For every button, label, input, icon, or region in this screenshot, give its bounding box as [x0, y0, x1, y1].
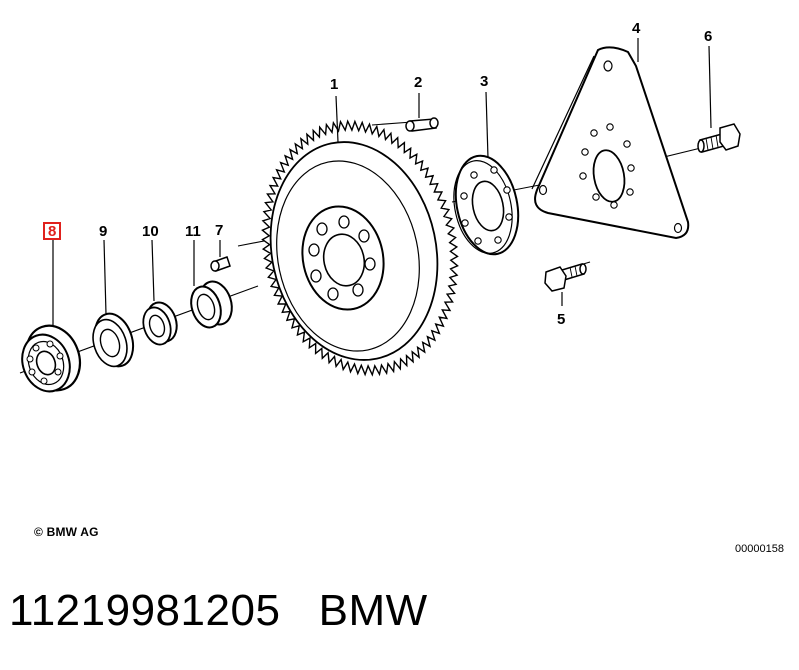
- part-6-bolt: [697, 123, 741, 153]
- callout-2: 2: [414, 74, 422, 91]
- callout-7: 7: [215, 222, 223, 239]
- callout-9: 9: [99, 223, 107, 240]
- part-11-seal-ring: [190, 280, 233, 329]
- callout-10: 10: [142, 223, 159, 240]
- callout-6: 6: [704, 28, 712, 45]
- callout-11: 11: [185, 223, 201, 240]
- part-9-washer: [92, 312, 135, 368]
- callout-8: 8: [48, 223, 56, 240]
- drawing-number: 00000158: [735, 543, 784, 555]
- callout-8-highlight-box: [43, 222, 61, 240]
- part-number-caption: 11219981205 BMW: [9, 586, 428, 636]
- part-1-flywheel: [261, 119, 459, 377]
- copyright-notice: © BMW AG: [34, 525, 99, 539]
- part-3-spacer-plate: [453, 154, 520, 256]
- part-10-bushing: [142, 301, 178, 346]
- brand-name: BMW: [318, 586, 428, 635]
- exploded-parts-diagram: 1 2 3 4 5 6 7 8 9 10 11: [19, 20, 741, 393]
- part-4-drive-plate: [531, 46, 690, 240]
- callout-4: 4: [632, 20, 641, 37]
- part-number: 11219981205: [9, 586, 281, 635]
- leader-lines: [52, 38, 712, 325]
- callout-labels: 1 2 3 4 5 6 7 8 9 10 11: [43, 20, 712, 328]
- callout-1: 1: [330, 76, 338, 93]
- part-7-pin: [210, 256, 231, 272]
- part-5-bolt: [544, 263, 587, 292]
- part-8-ball-bearing: [21, 324, 82, 393]
- callout-3: 3: [480, 73, 488, 90]
- part-2-dowel-pin: [405, 117, 439, 132]
- callout-5: 5: [557, 311, 565, 328]
